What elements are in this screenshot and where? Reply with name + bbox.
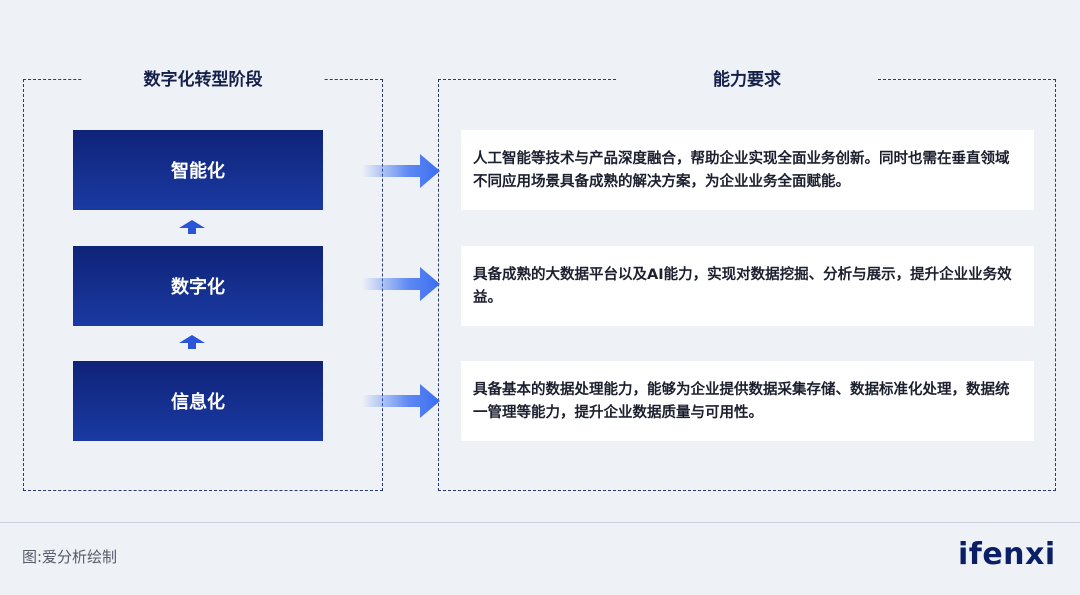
footer-divider: [0, 522, 1080, 523]
right-arrow-icon: [362, 384, 440, 418]
requirement-informatization: 具备基本的数据处理能力，能够为企业提供数据采集存储、数据标准化处理，数据统一管理…: [461, 361, 1034, 441]
stage-informatization: 信息化: [73, 361, 323, 441]
right-arrow-icon: [362, 154, 440, 188]
right-arrow-icon: [362, 267, 440, 301]
up-arrow-icon: [179, 220, 205, 234]
up-arrow-icon: [179, 335, 205, 349]
figure-caption: 图:爱分析绘制: [22, 548, 118, 566]
stage-intelligent: 智能化: [73, 130, 323, 210]
ifenxi-logo: ifenxi: [958, 537, 1056, 572]
stages-panel-title: 数字化转型阶段: [82, 70, 324, 90]
requirement-intelligent: 人工智能等技术与产品深度融合，帮助企业实现全面业务创新。同时也需在垂直领域不同应…: [461, 130, 1034, 210]
stage-digital: 数字化: [73, 246, 323, 326]
requirement-digital: 具备成熟的大数据平台以及AI能力，实现对数据挖掘、分析与展示，提升企业业务效益。: [461, 246, 1034, 326]
requirements-panel-title: 能力要求: [618, 70, 876, 90]
